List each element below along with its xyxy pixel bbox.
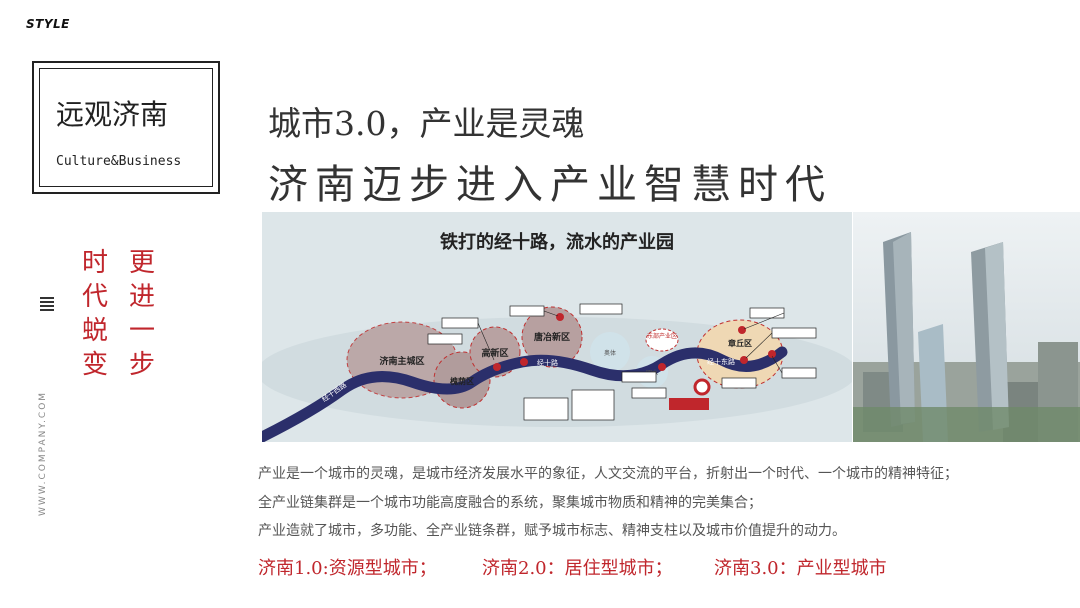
vchar: 步 [128, 350, 155, 380]
paragraph-1: 产业是一个城市的灵魂，是城市经济发展水平的象征，人文交流的平台，折射出一个时代、… [258, 466, 958, 482]
industry-map: 铁打的经十路，流水的产业园 东部产业区 经十西路 经十路 经十东路 济南主城区 … [256, 212, 857, 443]
map-label-gaoxin: 高新区 [481, 347, 508, 359]
map-label-tangye: 唐冶新区 [534, 331, 570, 343]
vertical-text-left: 时 代 蜕 变 [80, 246, 110, 382]
footer-jinan-1: 济南1.0:资源型城市； [258, 558, 437, 579]
map-label-aoti: 奥体 [604, 349, 616, 357]
zone-tangye [521, 306, 583, 368]
box-title: 远观济南 [56, 98, 169, 131]
paragraph-3: 产业造就了城市，多功能、全产业链条群，赋予城市标志、精神支柱以及城市价值提升的动… [258, 523, 846, 539]
map-title: 铁打的经十路，流水的产业园 [440, 231, 674, 253]
title-box-inner-border [39, 68, 213, 187]
map-label-zhangqiu: 章丘区 [728, 338, 752, 348]
style-tag: STYLE [26, 17, 70, 31]
map-label-east: 东部产业区 [647, 332, 677, 340]
vchar: 代 [81, 282, 108, 312]
footer-jinan-2: 济南2.0：居住型城市； [482, 558, 673, 579]
box-subtitle: Culture&Business [56, 154, 182, 169]
menu-icon[interactable] [40, 297, 54, 313]
headline-line2: 济南迈步进入产业智慧时代 [268, 162, 832, 208]
company-url-text: WWW.COMPANY.COM [38, 390, 48, 516]
map-label-road-east: 经十东路 [707, 357, 735, 366]
skyline-photo-svg [853, 212, 1080, 442]
vchar: 一 [128, 316, 155, 346]
title-box: 远观济南 Culture&Business [32, 61, 220, 194]
vchar: 时 [81, 248, 108, 278]
vchar: 蜕 [81, 316, 108, 346]
map-label-huaiyin: 槐荫区 [449, 376, 474, 386]
footer-jinan-3: 济南3.0：产业型城市 [714, 558, 887, 579]
map-label-main-city: 济南主城区 [379, 355, 424, 367]
vchar: 进 [128, 282, 155, 312]
paragraph-2: 全产业链集群是一个城市功能高度融合的系统，聚集城市物质和精神的完美集合； [258, 495, 762, 511]
vchar: 更 [128, 248, 155, 278]
map-label-road-mid: 经十路 [537, 358, 558, 367]
industry-map-svg: 铁打的经十路，流水的产业园 东部产业区 经十西路 经十路 经十东路 济南主城区 … [256, 212, 857, 443]
vchar: 变 [81, 350, 108, 380]
skyline-photo [853, 212, 1080, 442]
company-url: WWW.COMPANY.COM [32, 376, 52, 516]
vertical-text-right: 更 进 一 步 [127, 246, 157, 382]
headline-line1: 城市3.0，产业是灵魂 [268, 104, 585, 143]
